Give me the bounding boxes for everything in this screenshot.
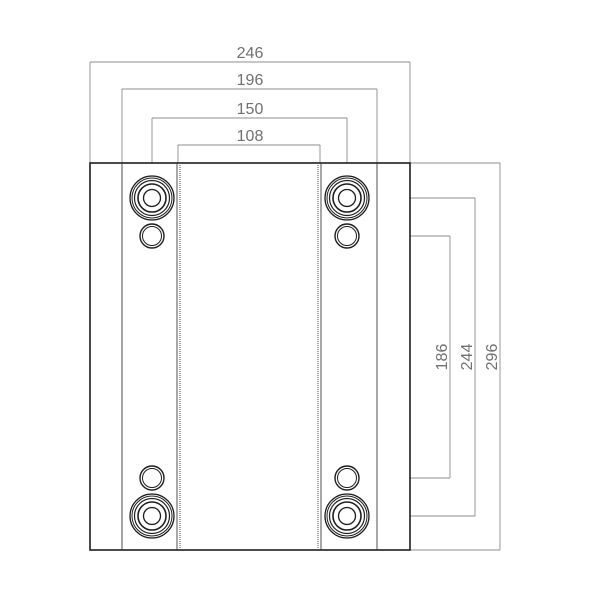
small-hole-top-left bbox=[139, 223, 165, 249]
label-outer-width: 246 bbox=[237, 45, 264, 62]
large-hole-bottom-left bbox=[129, 493, 175, 539]
large-hole-ring bbox=[133, 497, 171, 535]
small-hole-ring bbox=[334, 223, 360, 249]
large-hole-ring bbox=[131, 495, 173, 537]
plate-outline bbox=[89, 162, 411, 551]
label-small-hole-spacing: 186 bbox=[434, 344, 451, 371]
small-hole-bore bbox=[337, 226, 357, 246]
large-hole-ring bbox=[137, 501, 167, 531]
plate bbox=[89, 162, 411, 551]
dimension-strip-span: 196 bbox=[121, 72, 378, 163]
label-outer-height: 296 bbox=[484, 344, 501, 371]
large-hole-ring bbox=[129, 493, 175, 539]
top-dimensions: 246 196 150 108 bbox=[89, 45, 411, 176]
large-hole-ring bbox=[324, 175, 370, 221]
large-hole-ring bbox=[324, 493, 370, 539]
large-hole-bottom-right bbox=[324, 493, 370, 539]
large-hole-ring bbox=[133, 179, 171, 217]
large-hole-ring bbox=[137, 183, 167, 213]
small-hole-bore bbox=[142, 226, 162, 246]
small-hole-bottom-right bbox=[334, 465, 360, 491]
large-hole-top-left bbox=[129, 175, 175, 221]
large-hole-ring bbox=[328, 179, 366, 217]
large-hole-ring bbox=[326, 177, 368, 219]
label-hole-spacing-x: 150 bbox=[237, 101, 264, 118]
large-hole-ring bbox=[326, 495, 368, 537]
large-hole-ring bbox=[328, 497, 366, 535]
large-hole-ring bbox=[332, 183, 362, 213]
large-hole-bore bbox=[337, 188, 357, 208]
large-hole-ring bbox=[131, 177, 173, 219]
label-center-strip: 108 bbox=[237, 128, 264, 145]
small-hole-top-right bbox=[334, 223, 360, 249]
large-holes bbox=[129, 175, 370, 539]
small-hole-ring bbox=[139, 465, 165, 491]
small-hole-bore bbox=[337, 468, 357, 488]
small-hole-bottom-left bbox=[139, 465, 165, 491]
large-hole-ring bbox=[129, 175, 175, 221]
label-large-hole-spacing: 244 bbox=[459, 344, 476, 371]
small-holes bbox=[139, 223, 360, 491]
dimension-outer-height: 296 bbox=[410, 162, 501, 551]
small-hole-ring bbox=[139, 223, 165, 249]
large-hole-bore bbox=[337, 506, 357, 526]
dimension-outer-width: 246 bbox=[89, 45, 411, 163]
dimension-center-strip: 108 bbox=[177, 128, 321, 163]
label-strip-span: 196 bbox=[237, 72, 264, 89]
large-hole-ring bbox=[332, 501, 362, 531]
large-hole-bore bbox=[142, 188, 162, 208]
large-hole-top-right bbox=[324, 175, 370, 221]
small-hole-ring bbox=[334, 465, 360, 491]
large-hole-bore bbox=[142, 506, 162, 526]
small-hole-bore bbox=[142, 468, 162, 488]
